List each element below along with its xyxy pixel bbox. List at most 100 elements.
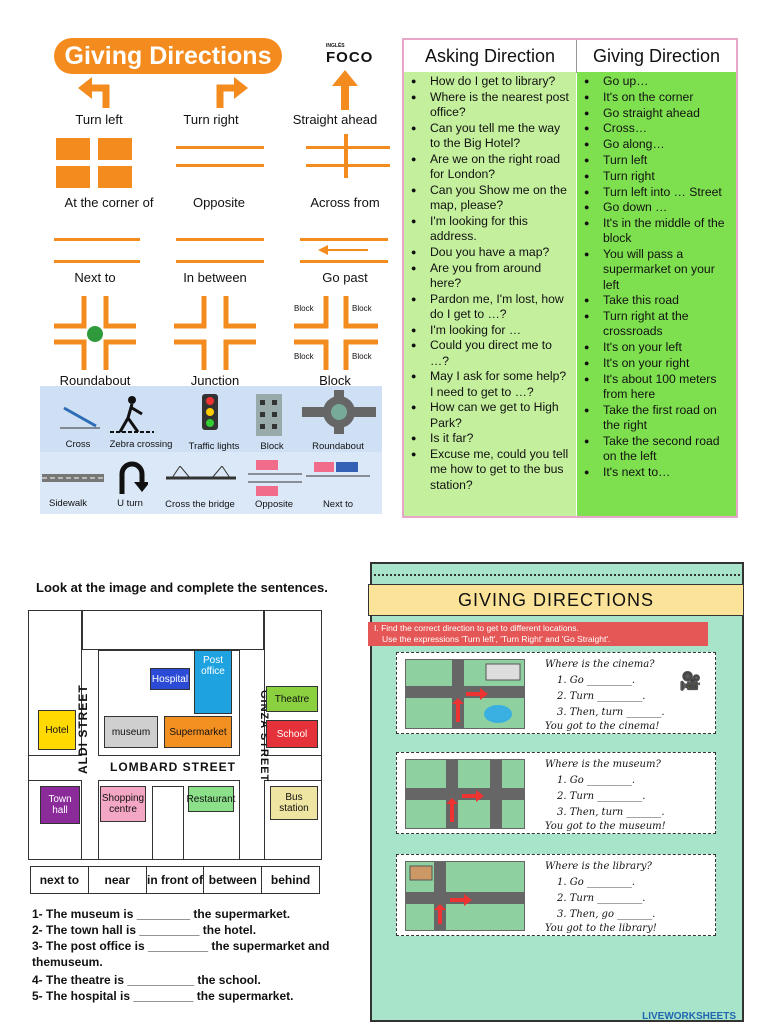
turn-right-arrow-icon [216,77,248,108]
instruction-bar: I. Find the correct direction to get to … [368,622,708,646]
word-next-to: next to [31,867,89,893]
post-office-building: Post office [194,650,232,714]
hospital-building: Hospital [150,668,190,690]
library-map-image [405,861,525,931]
library-question: Where is the library? [545,861,652,872]
restaurant-building: Restaurant [187,786,235,812]
giving-phrase: Turn left into … Street [584,185,732,200]
sentence-2: 2- The town hall is _________ the hotel. [32,923,257,937]
giving-phrase: Cross… [584,121,732,136]
giving-phrase: Go straight ahead [584,106,732,121]
giving-direction-header: Giving Direction [577,40,736,73]
cinema-step-2: 2. Turn _________. [557,691,646,702]
giving-phrase: Turn left [584,153,732,168]
sentence-5: 5- The hospital is _________ the superma… [32,989,294,1003]
block-tag: Block [352,304,372,313]
ginza-street-label: GINZA STREET [258,690,270,783]
shopping-centre-building: Shopping centre [100,786,146,822]
block-building-icon [256,394,282,436]
lombard-street-label: LOMBARD STREET [110,760,236,774]
giving-phrase: It's about 100 meters from here [584,372,732,402]
label-block: Block [319,373,351,388]
label-at-the-corner-of: At the corner of [64,195,154,210]
liveworksheets-logo: LIVEWORKSHEETS [642,1011,736,1022]
museum-step-3: 3. Then, turn _______. [557,807,665,818]
label-go-past: Go past [322,270,368,285]
traffic-lights-icon [202,394,218,430]
bus-station-building: Bus station [270,786,318,820]
library-step-3: 3. Then, go _______. [557,909,656,920]
worksheet-instruction: Look at the image and complete the sente… [36,580,328,595]
hotel-building: Hotel [38,710,76,750]
label-junction: Junction [190,373,240,388]
giving-column: Go up…It's on the cornerGo straight ahea… [577,72,736,516]
asking-phrase: How do I get to library? [411,74,572,89]
museum-question: Where is the museum? [545,759,661,770]
cinema-result: You got to the cinema! [545,721,660,732]
giving-phrase: Turn right [584,169,732,184]
label-straight-ahead: Straight ahead [292,112,378,127]
library-step-1: 1. Go _________. [557,877,636,888]
asking-phrase: Excuse me, could you tell me how to get … [411,447,572,493]
roundabout-icon [54,296,136,370]
giving-phrase: It's on your right [584,356,732,371]
asking-giving-directions-table: Asking Direction Giving Direction How do… [402,38,738,518]
junction-icon [174,296,256,370]
asking-direction-header: Asking Direction [404,40,577,73]
asking-column: How do I get to library?Where is the nea… [404,72,576,516]
zebra-crossing-icon [110,396,154,433]
go-past-road-icon [300,238,388,241]
sentence-3-cont: museum. [50,955,103,969]
label-next-to: Next to [74,270,116,285]
giving-phrase: You will pass a supermarket on your left [584,247,732,293]
word-near: near [89,867,147,893]
sidewalk-icon [42,474,104,482]
word-bank: next to near in front of between behind [30,866,320,894]
label-cross: Cross [65,439,91,450]
next-to-icon [306,462,370,477]
asking-phrase: Are we on the right road for London? [411,152,572,182]
exercise-museum: Where is the museum? 1. Go _________. 2.… [396,752,716,834]
in-between-road-icon [176,238,264,241]
roundabout-photo-icon [302,390,376,434]
asking-phrase: I'm looking for … [411,323,572,338]
giving-phrase: It's on your left [584,340,732,355]
town-hall-building: Town hall [40,786,80,824]
museum-step-2: 2. Turn _________. [557,791,646,802]
museum-step-1: 1. Go _________. [557,775,636,786]
cinema-question: Where is the cinema? [545,659,655,670]
label-block-strip: Block [260,441,284,452]
asking-phrase: Is it far? [411,431,572,446]
map-worksheet: Look at the image and complete the sente… [26,570,336,1010]
go-past-arrow-icon [318,245,368,255]
label-in-between: In between [183,270,247,285]
giving-phrase: Turn right at the crossroads [584,309,732,339]
giving-phrase: Go along… [584,137,732,152]
opposite-icon [248,460,302,496]
asking-phrase: How can we get to High Park? [411,400,572,430]
giving-phrase: It's on the corner [584,90,732,105]
exercise-library: Where is the library? 1. Go _________. 2… [396,854,716,936]
word-behind: behind [270,873,311,887]
giving-phrase: It's in the middle of the block [584,216,732,246]
giving-phrase: Take this road [584,293,732,308]
giving-phrase: Go down … [584,200,732,215]
asking-phrase: I'm looking for this address. [411,214,572,244]
block-tag: Block [294,304,314,313]
straight-ahead-arrow-icon [332,70,358,110]
cinema-map-image [405,659,525,729]
cross-icon [60,406,100,429]
next-to-road-icon [54,238,140,241]
block-tag: Block [352,352,372,361]
label-turn-right: Turn right [183,112,239,127]
giving-directions-banner: Giving Directions [54,38,282,74]
giving-phrase: Go up… [584,74,732,89]
liveworksheet-panel: GIVING DIRECTIONS I. Find the correct di… [368,562,744,1022]
museum-map-image [405,759,525,829]
across-from-road-icon [306,146,390,149]
label-cross-the-bridge: Cross the bridge [165,499,235,510]
bridge-icon [166,466,236,480]
asking-phrase: Pardon me, I'm lost, how do I get to …? [411,292,572,322]
cinema-step-3: 3. Then, turn _______. [557,707,665,718]
